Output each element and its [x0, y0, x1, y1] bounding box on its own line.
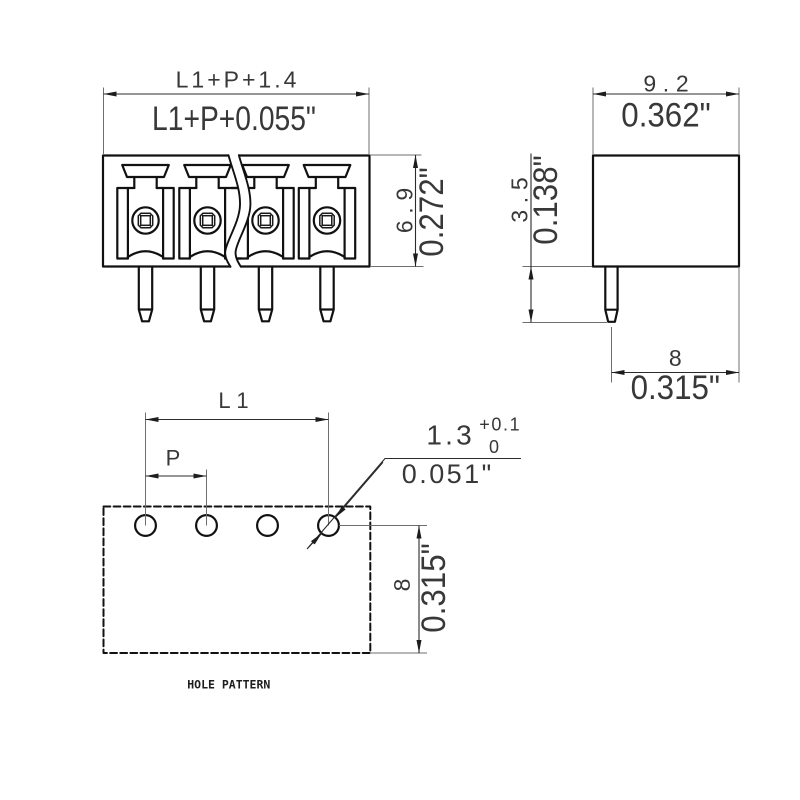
front-width-inch-label: L1+P+0.055"	[152, 100, 316, 138]
side-pin-length-mm-label: 3.5	[507, 177, 533, 222]
hole-diameter-callout: 1.3 +0.1 0 0.051"	[306, 415, 521, 550]
hole-pattern-caption: HOLE PATTERN	[187, 678, 270, 692]
front-width-dimension: L1+P+1.4 L1+P+0.055"	[103, 67, 370, 155]
side-pin-length-inch-label: 0.138"	[527, 155, 565, 244]
front-width-mm-label: L1+P+1.4	[176, 67, 297, 93]
front-height-inch-label: 0.272"	[413, 167, 451, 256]
side-view: 9.2 0.362" 3.5 0.138" 8 0.315"	[507, 71, 741, 407]
hole-diameter-mm-label: 1.3	[426, 420, 471, 451]
hole-row-offset-inch-label: 0.315"	[415, 543, 453, 632]
hole-diameter-inch-label: 0.051"	[402, 459, 491, 489]
side-pin-length-dimension: 3.5 0.138"	[507, 153, 607, 323]
leader-line	[306, 457, 521, 550]
front-pin-4	[319, 265, 335, 323]
side-body-outline	[591, 154, 741, 268]
diameter-arrow	[308, 533, 323, 548]
pcb-outline-dashed	[102, 505, 372, 654]
side-pin-offset-mm-label: 8	[669, 345, 682, 371]
hole-row-offset-dimension: 8 0.315"	[339, 525, 453, 654]
diameter-arrow	[334, 461, 384, 518]
front-pin-1	[137, 265, 154, 323]
side-width-mm-label: 9.2	[643, 71, 688, 97]
front-pin-3	[257, 265, 274, 323]
front-height-mm-label: 6.9	[392, 188, 418, 233]
front-height-dimension: 6.9 0.272"	[370, 154, 451, 267]
side-pin	[604, 265, 619, 323]
hole-pitch-dimension: P	[145, 446, 207, 526]
hole-span-label: L1	[218, 388, 248, 413]
side-width-dimension: 9.2 0.362"	[592, 71, 740, 155]
hole-3	[256, 513, 280, 537]
front-view: L1+P+1.4 L1+P+0.055" 6.9 0.272"	[101, 67, 451, 323]
hole-diameter-tolerance-lower: 0	[489, 437, 499, 457]
break-line-left	[224, 154, 241, 268]
hole-row-offset-mm-label: 8	[389, 579, 415, 592]
side-pin-offset-dimension: 8 0.315"	[611, 268, 740, 407]
side-pin-offset-inch-label: 0.315"	[631, 369, 720, 407]
break-line-right	[234, 154, 252, 268]
side-width-inch-label: 0.362"	[621, 97, 710, 135]
hole-diameter-tolerance-upper: +0.1	[479, 415, 519, 435]
front-pin-2	[199, 265, 216, 323]
hole-pitch-label: P	[166, 446, 181, 471]
hole-pattern-view: L1 P 1.3 +0.1 0 0.051" 8 0.315" HOLE PAT…	[102, 388, 521, 692]
